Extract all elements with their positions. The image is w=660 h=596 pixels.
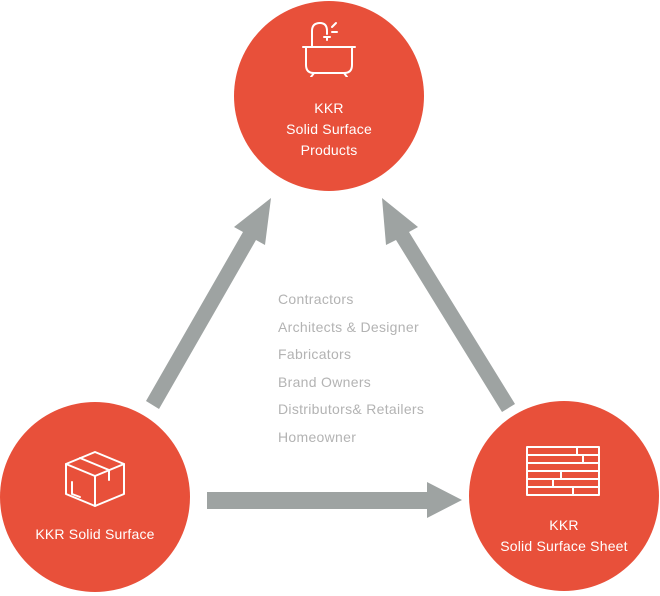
node-label-line: KKR — [549, 517, 579, 533]
arrow-right-to-top — [382, 198, 515, 412]
bathtub-icon — [302, 22, 356, 77]
audience-item: Contractors — [278, 291, 354, 307]
node-label: KKR Solid Surface Sheet — [469, 515, 659, 557]
node-kkr-solid-surface: KKR Solid Surface — [0, 402, 190, 592]
node-label-line: Products — [300, 142, 358, 158]
node-label: KKR Solid Surface — [0, 524, 190, 545]
audience-item: Brand Owners — [278, 373, 372, 390]
arrow-left-to-right — [207, 482, 462, 518]
node-label-line: Solid Surface — [286, 121, 372, 137]
audience-item: Distributors& Retailers — [278, 401, 425, 418]
arrow-left-to-top — [146, 198, 271, 409]
box-icon — [65, 451, 125, 507]
node-label: KKR Solid Surface Products — [234, 98, 424, 161]
node-label-line: KKR — [314, 100, 344, 116]
node-label-line: KKR Solid Surface — [35, 526, 155, 542]
node-solid-surface-products: KKR Solid Surface Products — [234, 1, 424, 191]
audience-item: Architects & Designer — [278, 318, 419, 335]
audience-item: Homeowner — [278, 428, 357, 445]
panel-sheet-icon — [526, 446, 600, 496]
audience-list: Contractors Architects & Designer Fabric… — [278, 287, 424, 453]
audience-item: Fabricators — [278, 346, 352, 363]
node-solid-surface-sheet: KKR Solid Surface Sheet — [469, 401, 659, 591]
node-label-line: Solid Surface Sheet — [500, 538, 628, 554]
